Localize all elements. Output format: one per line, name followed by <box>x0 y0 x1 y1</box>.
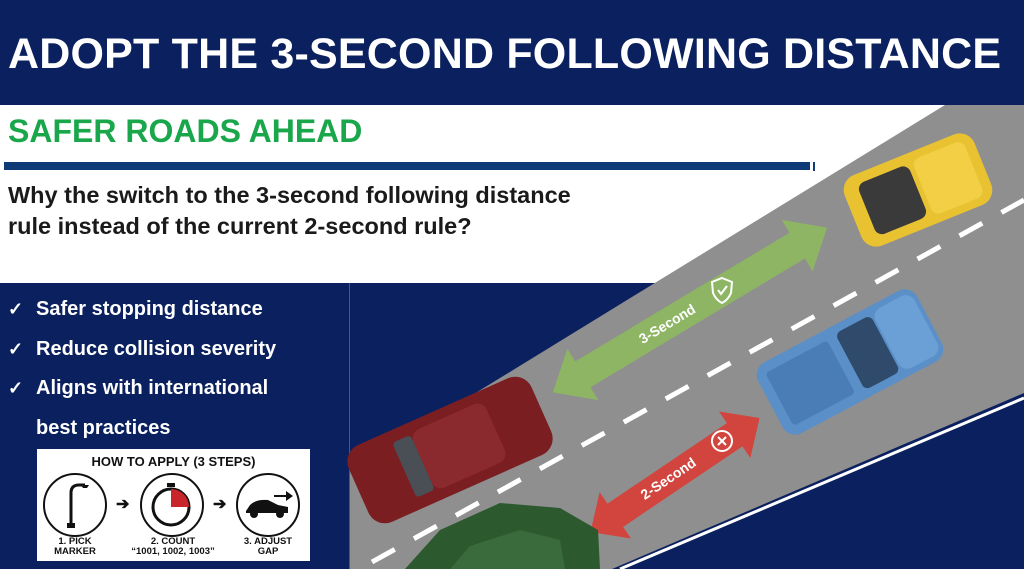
list-item: best practices <box>8 409 276 449</box>
divider <box>4 162 810 170</box>
arrow-icon: ➔ <box>116 496 130 513</box>
arrow-icon: ➔ <box>213 496 227 513</box>
stopwatch-icon <box>140 473 204 537</box>
red-sedan <box>347 376 553 524</box>
bullet-text: Aligns with international <box>36 377 269 400</box>
check-icon: ✓ <box>8 338 24 359</box>
three-second-arrow <box>552 219 828 401</box>
yellow-car <box>843 133 993 247</box>
check-icon: ✓ <box>8 299 24 320</box>
page-title: ADOPT THE 3-SECOND FOLLOWING DISTANCE <box>8 30 1002 78</box>
list-item: ✓ Safer stopping distance <box>8 290 276 330</box>
step-3-line-1: 3. ADJUST <box>243 536 293 547</box>
header-band: ADOPT THE 3-SECOND FOLLOWING DISTANCE <box>0 0 1024 105</box>
subtitle: SAFER ROADS AHEAD <box>8 113 363 149</box>
check-icon: ✓ <box>8 378 24 399</box>
blue-pickup-truck <box>756 289 944 435</box>
divider-end <box>813 162 815 171</box>
street-lamp-icon <box>43 473 107 537</box>
benefits-list: ✓ Safer stopping distance ✓ Reduce collisi… <box>8 290 276 448</box>
x-circle-icon <box>711 430 733 452</box>
bullet-text: best practices <box>36 416 171 439</box>
green-sedan <box>405 503 600 569</box>
list-item: ✓ Reduce collision severity <box>8 330 276 370</box>
step-2-line-1: 2. COUNT <box>150 536 196 547</box>
step-2-label: 2. COUNT“1001, 1002, 1003” <box>125 537 221 557</box>
step-2-line-2: “1001, 1002, 1003” <box>131 546 215 557</box>
bullet-text: Reduce collision severity <box>36 337 277 360</box>
list-item: ✓ Aligns with international <box>8 369 276 409</box>
car-arrow-icon <box>236 473 300 537</box>
question-text: Why the switch to the 3-second following… <box>8 182 571 239</box>
left-column <box>0 283 350 569</box>
step-3-line-2: GAP <box>257 546 279 557</box>
road-edge-line <box>619 396 1024 569</box>
how-to-title: HOW TO APPLY (3 STEPS) <box>91 454 256 469</box>
two-second-arrow <box>590 411 760 539</box>
bullet-text: Safer stopping distance <box>36 298 263 321</box>
shield-check-icon <box>710 276 734 305</box>
step-1-line-2: MARKER <box>54 546 96 557</box>
step-1-line-1: 1. PICK <box>58 536 92 547</box>
